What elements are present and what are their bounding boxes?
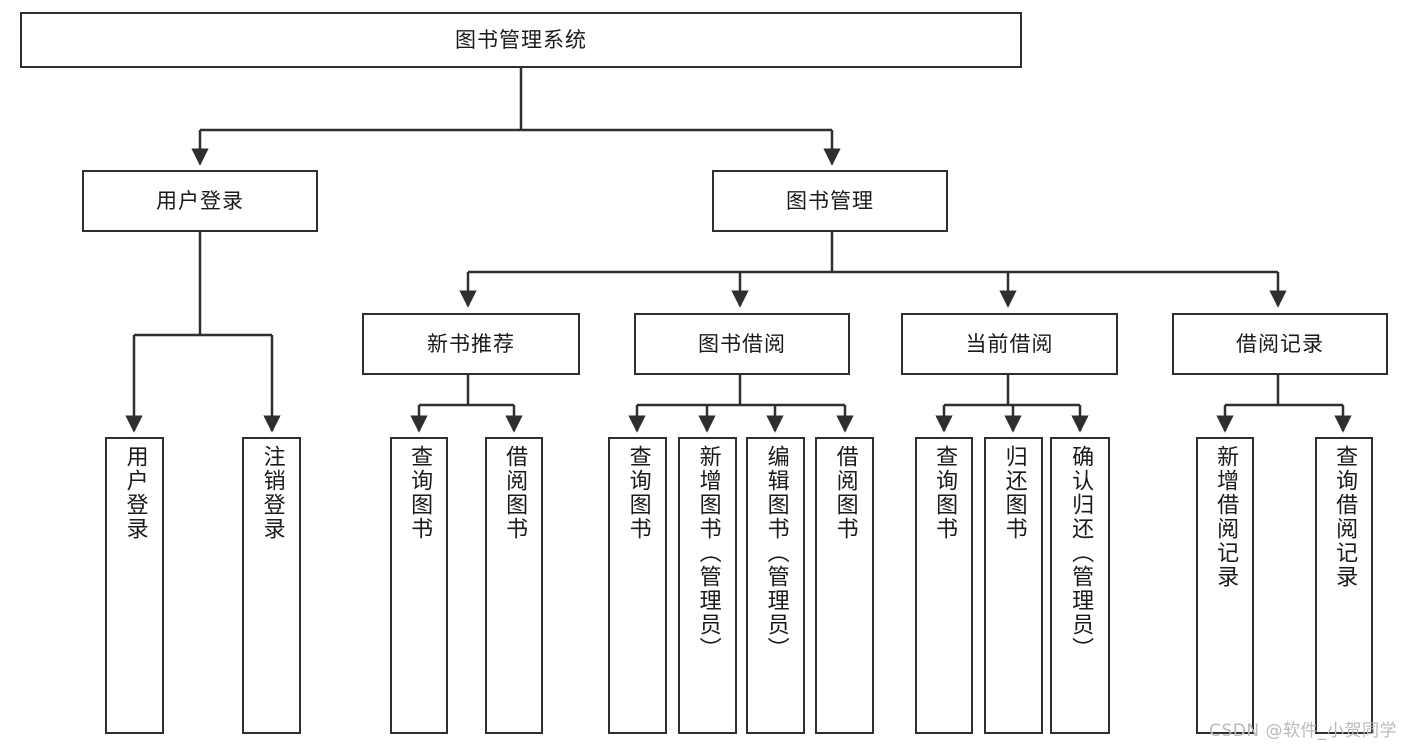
node-user-login[interactable]: 用户登录: [82, 170, 318, 232]
leaf-label: 查询图书: [932, 445, 958, 541]
node-root-label: 图书管理系统: [455, 27, 587, 52]
watermark: CSDN @软件_小贺同学: [1209, 721, 1397, 741]
node-borrow-record-label: 借阅记录: [1236, 331, 1324, 356]
leaf-book-borrow-add[interactable]: 新增图书（管理员）: [678, 437, 737, 734]
leaf-book-borrow-query[interactable]: 查询图书: [608, 437, 667, 734]
leaf-current-borrow-confirm[interactable]: 确认归还（管理员）: [1050, 437, 1110, 734]
leaf-current-borrow-return[interactable]: 归还图书: [984, 437, 1043, 734]
leaf-label: 借阅图书: [832, 445, 858, 541]
leaf-label: 查询图书: [625, 445, 651, 541]
leaf-book-borrow-borrow[interactable]: 借阅图书: [815, 437, 874, 734]
leaf-label: 归还图书: [1001, 445, 1027, 541]
leaf-label: 新增图书（管理员）: [695, 445, 721, 661]
leaf-label: 编辑图书（管理员）: [763, 445, 789, 661]
node-book-management-label: 图书管理: [786, 188, 874, 213]
leaf-new-book-borrow[interactable]: 借阅图书: [485, 437, 543, 734]
leaf-label: 新增借阅记录: [1213, 445, 1239, 589]
leaf-current-borrow-query[interactable]: 查询图书: [915, 437, 973, 734]
leaf-new-book-query[interactable]: 查询图书: [390, 437, 448, 734]
leaf-label: 用户登录: [122, 445, 148, 541]
node-current-borrow-label: 当前借阅: [965, 331, 1054, 356]
leaf-label: 查询借阅记录: [1332, 445, 1358, 589]
node-borrow-record[interactable]: 借阅记录: [1172, 313, 1388, 375]
leaf-book-borrow-edit[interactable]: 编辑图书（管理员）: [746, 437, 805, 734]
node-new-book-recommend[interactable]: 新书推荐: [362, 313, 580, 375]
leaf-user-login-login[interactable]: 用户登录: [105, 437, 164, 734]
leaf-label: 注销登录: [259, 445, 285, 541]
leaf-user-login-logout[interactable]: 注销登录: [242, 437, 301, 734]
leaf-borrow-record-add[interactable]: 新增借阅记录: [1196, 437, 1254, 734]
leaf-label: 查询图书: [407, 445, 433, 541]
node-book-borrow-label: 图书借阅: [698, 331, 786, 356]
leaf-label: 借阅图书: [502, 445, 528, 541]
node-book-borrow[interactable]: 图书借阅: [634, 313, 850, 375]
node-user-login-label: 用户登录: [156, 188, 244, 213]
node-new-book-recommend-label: 新书推荐: [427, 331, 515, 356]
node-current-borrow[interactable]: 当前借阅: [901, 313, 1118, 375]
leaf-label: 确认归还（管理员）: [1068, 445, 1094, 661]
node-root[interactable]: 图书管理系统: [20, 12, 1022, 68]
leaf-borrow-record-query[interactable]: 查询借阅记录: [1315, 437, 1373, 734]
node-book-management[interactable]: 图书管理: [712, 170, 948, 232]
